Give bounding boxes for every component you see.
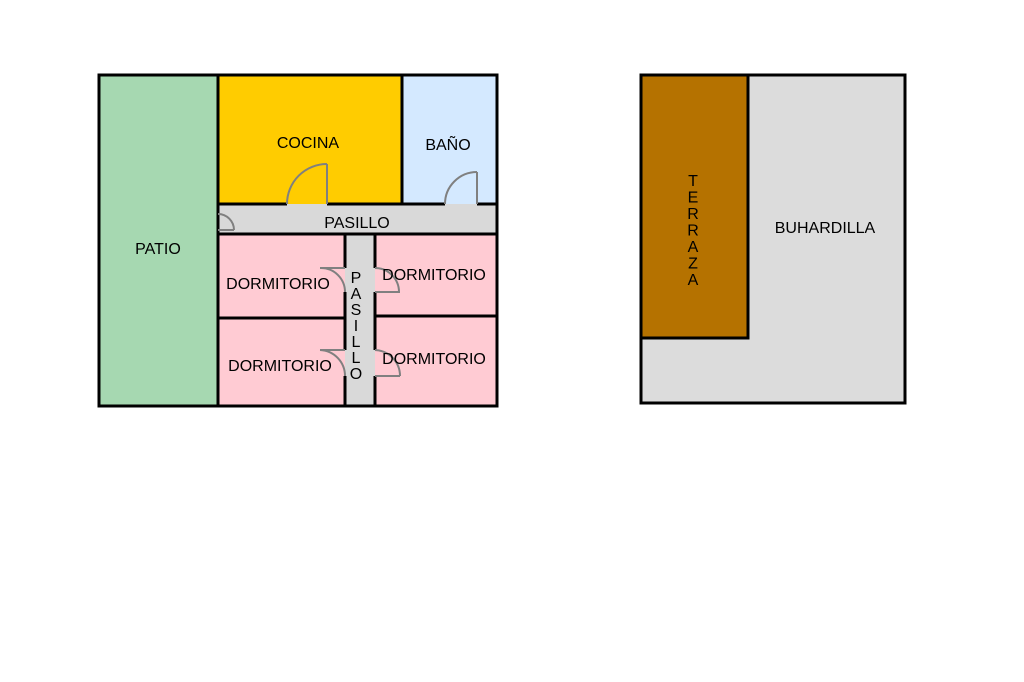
door-dorm-br-icon: [374, 349, 401, 377]
outer-wall: [97, 73, 499, 408]
label-patio: PATIO: [135, 241, 181, 258]
outer-wall-upper: [639, 73, 907, 405]
room-dormitorio-bottom-left: [218, 318, 345, 406]
room-cocina: [218, 75, 402, 204]
room-pasillo-vertical: [345, 234, 375, 406]
room-bano: [402, 75, 497, 204]
label-cocina: COCINA: [277, 135, 340, 152]
door-bano-icon: [444, 171, 478, 205]
room-terraza: [641, 75, 748, 338]
room-dormitorio-top-left: [218, 234, 345, 318]
label-buhardilla: BUHARDILLA: [775, 220, 876, 237]
door-patio-icon: [217, 213, 235, 231]
door-dorm-bl-icon: [319, 349, 346, 377]
label-dormitorio-bottom-right: DORMITORIO: [382, 351, 486, 368]
label-dormitorio-top-left: DORMITORIO: [226, 276, 330, 293]
room-dormitorio-top-right: [375, 234, 497, 316]
door-dorm-tl-icon: [320, 267, 346, 293]
door-cocina-icon: [286, 163, 328, 205]
label-bano: BAÑO: [425, 134, 470, 154]
door-dorm-tr-icon: [374, 267, 400, 293]
label-pasillo-horizontal: PASILLO: [324, 215, 390, 232]
label-dormitorio-top-right: DORMITORIO: [382, 267, 486, 284]
room-patio: [99, 75, 218, 406]
wall-terraza: [641, 75, 750, 340]
label-dormitorio-bottom-left: DORMITORIO: [228, 358, 332, 375]
room-pasillo-horizontal: [218, 204, 497, 234]
